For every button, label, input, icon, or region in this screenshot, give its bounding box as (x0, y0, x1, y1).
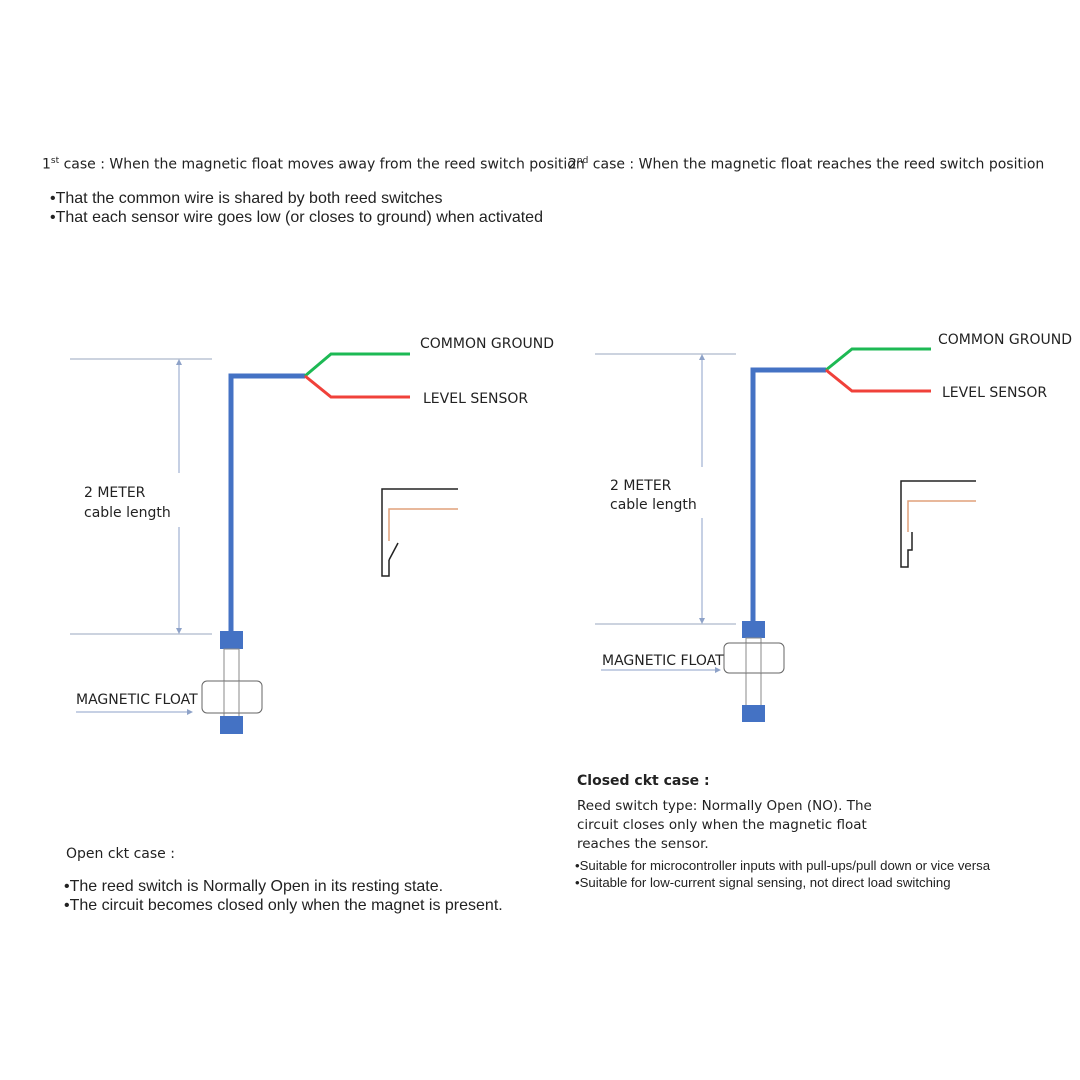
case1-common-ground-label: COMMON GROUND (420, 336, 554, 352)
case2-section-line-2: circuit closes only when the magnetic fl… (577, 817, 867, 833)
case2-sensor-wire (825, 368, 931, 393)
case1-float-label: MAGNETIC FLOAT (76, 692, 198, 708)
case1-sensor-cap-bottom (220, 716, 243, 734)
case2-sensor-cap-bottom (742, 705, 765, 722)
case2-float-label: MAGNETIC FLOAT (602, 653, 724, 669)
case2-ground-wire (825, 347, 931, 372)
case2-common-ground-label: COMMON GROUND (938, 332, 1072, 348)
case2-section-bullet-2: •Suitable for low-current signal sensing… (575, 875, 951, 890)
case1-length-label-1: 2 METER (84, 485, 146, 501)
case2-section-line-1: Reed switch type: Normally Open (NO). Th… (577, 798, 872, 814)
case1-length-label-2: cable length (84, 505, 171, 521)
case1-section-title: Open ckt case : (66, 846, 175, 862)
case1-diagram (70, 352, 458, 734)
case2-cable (750, 367, 826, 622)
case1-float-body (201, 680, 263, 714)
case2-section-title: Closed ckt case : (577, 773, 710, 789)
case1-ground-wire (304, 352, 410, 378)
case2-reed-switch-closed-icon (900, 480, 976, 568)
case1-bullet-2: •That each sensor wire goes low (or clos… (50, 209, 543, 226)
case2-sensor-cap-top (742, 621, 765, 638)
case1-level-sensor-label: LEVEL SENSOR (423, 391, 529, 407)
case2-section-line-3: reaches the sensor. (577, 836, 709, 852)
case1-cable (228, 373, 305, 632)
case1-section-bullet-1: •The reed switch is Normally Open in its… (64, 878, 444, 895)
case1-sensor-cap-top (220, 631, 243, 649)
case1-reed-switch-open-icon (381, 488, 458, 577)
case2-float-body (723, 642, 785, 674)
case2-length-label-2: cable length (610, 497, 697, 513)
case2-section-bullet-1: •Suitable for microcontroller inputs wit… (575, 858, 991, 873)
case2-diagram (595, 347, 976, 722)
case2-level-sensor-label: LEVEL SENSOR (942, 385, 1048, 401)
case1-bullet-1: •That the common wire is shared by both … (50, 190, 443, 207)
case1-sensor-wire (304, 374, 410, 399)
case1-section-bullet-2: •The circuit becomes closed only when th… (64, 897, 503, 914)
case1-heading: 1st case : When the magnetic float moves… (42, 156, 585, 173)
case2-heading: 2nd case : When the magnetic float reach… (568, 156, 1045, 173)
case2-length-label-1: 2 METER (610, 478, 672, 494)
